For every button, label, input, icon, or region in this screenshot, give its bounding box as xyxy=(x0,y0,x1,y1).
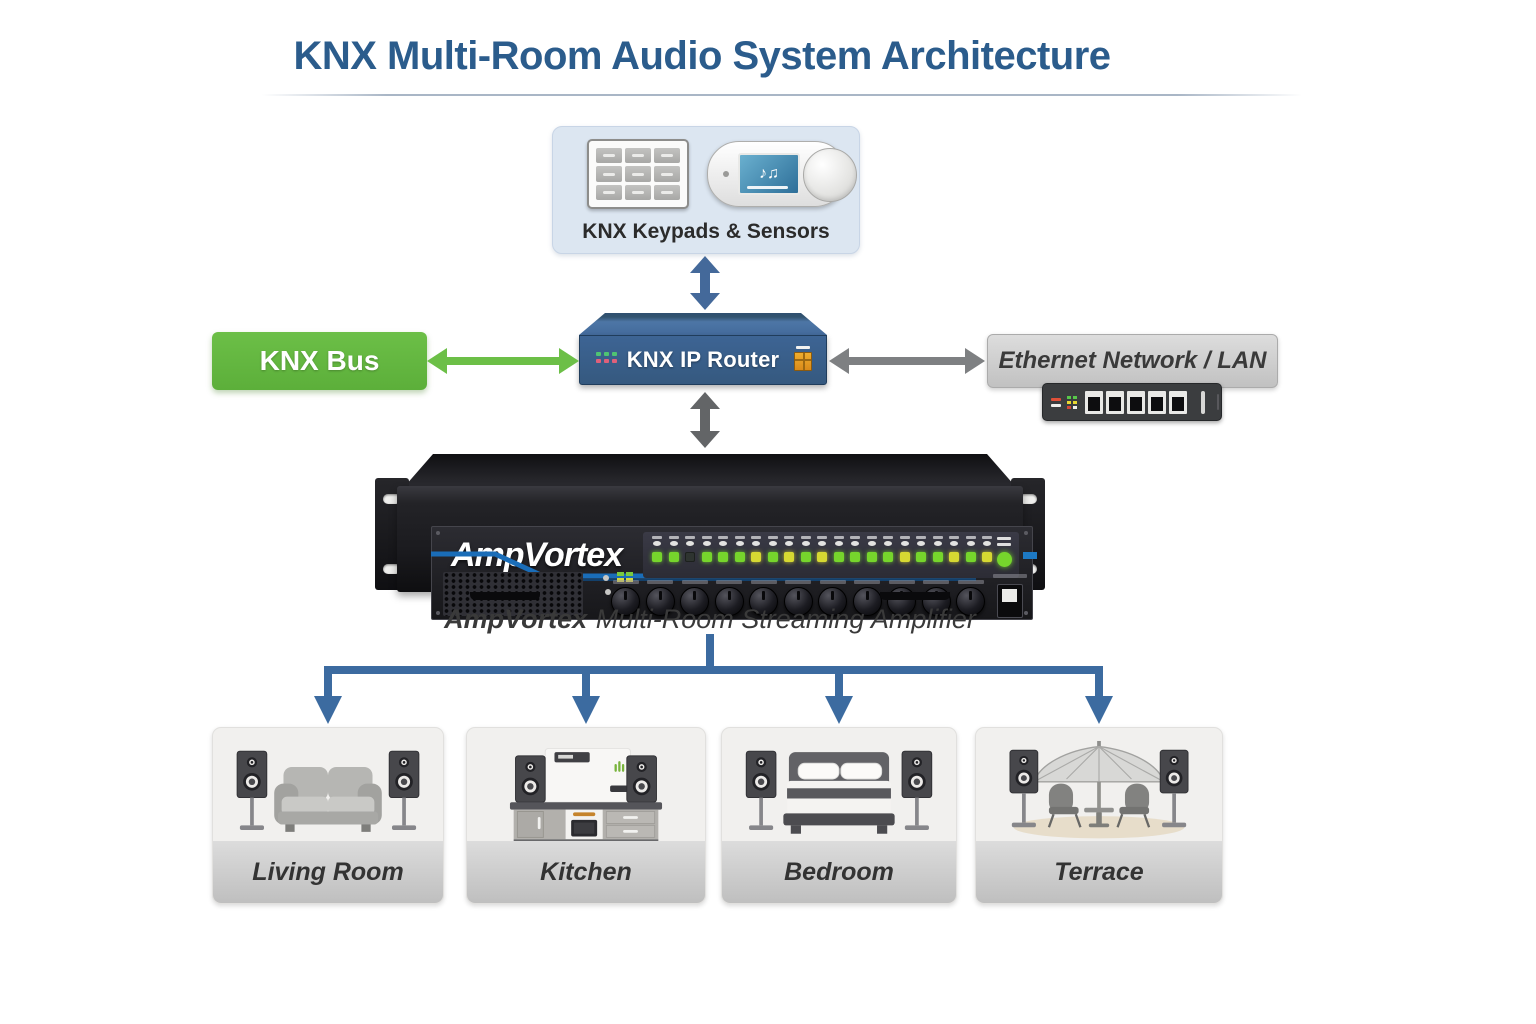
terrace-speakers-icon xyxy=(1009,740,1189,839)
room-card-kitchen: Kitchen xyxy=(466,727,706,904)
vent-grille-icon xyxy=(443,572,583,616)
amp-top-face xyxy=(405,454,1015,486)
amp-led-meter xyxy=(643,532,1019,578)
sensor-knob-icon xyxy=(803,148,857,202)
amp-knob-row xyxy=(611,580,985,616)
knx-connector-icon xyxy=(794,346,812,371)
room-label: Living Room xyxy=(252,857,404,886)
switch-button-icon xyxy=(1217,394,1219,410)
arrow-keypads-router xyxy=(690,256,720,310)
room-card-bedroom: Bedroom xyxy=(721,727,957,904)
amp-front-panel: AmpVortex xyxy=(397,486,1037,620)
knx-sensor-icon: ♪♫ xyxy=(707,141,857,207)
keypad-buttons xyxy=(596,148,680,200)
title-divider xyxy=(262,94,1302,96)
amp-accent-dash xyxy=(1023,552,1037,559)
sofa-speakers-icon xyxy=(236,750,420,832)
room-label: Terrace xyxy=(1054,857,1144,886)
knx-bus-box: KNX Bus xyxy=(212,332,427,390)
amp-caption-brand: AmpVortex xyxy=(444,604,588,634)
distribution-arrows xyxy=(314,634,1113,724)
chip-icon xyxy=(1201,390,1205,414)
amp-caption-text: Multi-Room Streaming Amplifier xyxy=(595,604,976,634)
router-leds-icon xyxy=(596,352,617,363)
room-card-living: Living Room xyxy=(212,727,444,904)
power-switch-icon xyxy=(997,584,1023,618)
sensor-led-icon xyxy=(723,171,729,177)
room-label-strip: Kitchen xyxy=(467,841,705,903)
arrow-bus-router xyxy=(427,348,579,374)
sensor-screen-icon: ♪♫ xyxy=(738,153,800,195)
kitchen-speakers-icon xyxy=(509,747,663,843)
room-card-terrace: Terrace xyxy=(975,727,1223,904)
page-title: KNX Multi-Room Audio System Architecture xyxy=(293,34,1111,78)
ethernet-switch-icon xyxy=(1042,383,1222,421)
ethernet-box: Ethernet Network / LAN xyxy=(987,334,1278,388)
knx-keypad-icon xyxy=(587,139,689,209)
power-switch-label xyxy=(993,574,1027,578)
router-label: KNX IP Router xyxy=(626,347,780,372)
ethernet-label: Ethernet Network / LAN xyxy=(998,347,1267,374)
router-front-face: KNX IP Router xyxy=(579,335,827,385)
arrow-router-ethernet xyxy=(829,348,985,374)
keypads-sensors-box: ♪♫ KNX Keypads & Sensors xyxy=(552,126,860,254)
knx-ip-router: KNX IP Router xyxy=(579,313,827,385)
amp-foot xyxy=(470,592,540,600)
amplifier: AmpVortex xyxy=(375,452,1045,620)
bed-speakers-icon xyxy=(745,750,933,834)
room-label-strip: Bedroom xyxy=(722,841,956,903)
room-label-strip: Terrace xyxy=(976,841,1222,903)
room-label: Bedroom xyxy=(784,857,894,886)
keypads-sensors-label: KNX Keypads & Sensors xyxy=(582,220,830,243)
room-label-strip: Living Room xyxy=(213,841,443,903)
arrow-router-amplifier xyxy=(690,392,720,448)
switch-ports xyxy=(1085,390,1187,414)
router-top-face xyxy=(579,313,827,335)
room-label: Kitchen xyxy=(540,857,632,886)
amp-foot xyxy=(880,592,950,600)
knx-bus-label: KNX Bus xyxy=(259,345,380,376)
